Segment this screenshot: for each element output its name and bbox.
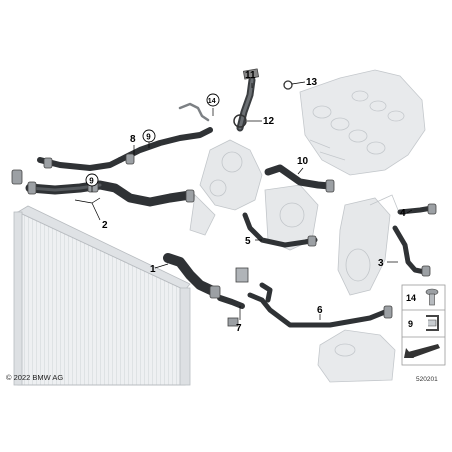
callout-2: 2: [102, 220, 108, 231]
leader-lines: [74, 81, 413, 320]
callout-4: 4: [400, 208, 406, 219]
hose-upper-left: [37, 157, 123, 171]
callout-12: 12: [263, 116, 275, 127]
callouts: 1 2 3 4 5 6 7 8 10 11 12 13: [102, 70, 406, 334]
pipe-14: [178, 102, 210, 122]
diagram-number: 520201: [416, 376, 438, 383]
callout-13: 13: [306, 77, 318, 88]
callout-9-lower: 9: [89, 177, 94, 186]
circled-callouts: 9 9 14: [85, 93, 220, 187]
callout-7: 7: [236, 323, 242, 334]
pipe-6: [247, 292, 388, 328]
pipe-3: [392, 225, 428, 275]
catalytic-converter: [337, 194, 401, 296]
callout-11: 11: [245, 70, 256, 81]
legend-9: 9: [408, 319, 413, 329]
callout-9-upper: 9: [146, 133, 151, 142]
pipe-6b: [259, 282, 273, 303]
radiator: [13, 205, 191, 386]
callout-1: 1: [150, 264, 156, 275]
hoses: [25, 68, 435, 328]
callout-5: 5: [245, 236, 251, 247]
callout-10: 10: [297, 156, 309, 167]
hose-1: [163, 253, 220, 297]
hose-2: [25, 180, 195, 207]
expansion-tank: [317, 329, 396, 383]
screw-icon: [425, 288, 439, 306]
copyright: © 2022 BMW AG: [6, 373, 64, 382]
callout-6: 6: [317, 305, 323, 316]
hose-7: [217, 295, 245, 309]
clip-icon: [426, 315, 439, 331]
callout-8: 8: [130, 134, 136, 145]
hose-5: [242, 212, 318, 248]
direction-arrow-icon: [404, 344, 440, 358]
engine-block: [299, 69, 426, 176]
callout-3: 3: [378, 258, 384, 269]
parts-legend: 14 9: [401, 284, 446, 366]
callout-14: 14: [208, 98, 216, 105]
legend-14: 14: [406, 293, 416, 303]
hose-10: [264, 164, 334, 190]
hose-8: [117, 127, 213, 163]
